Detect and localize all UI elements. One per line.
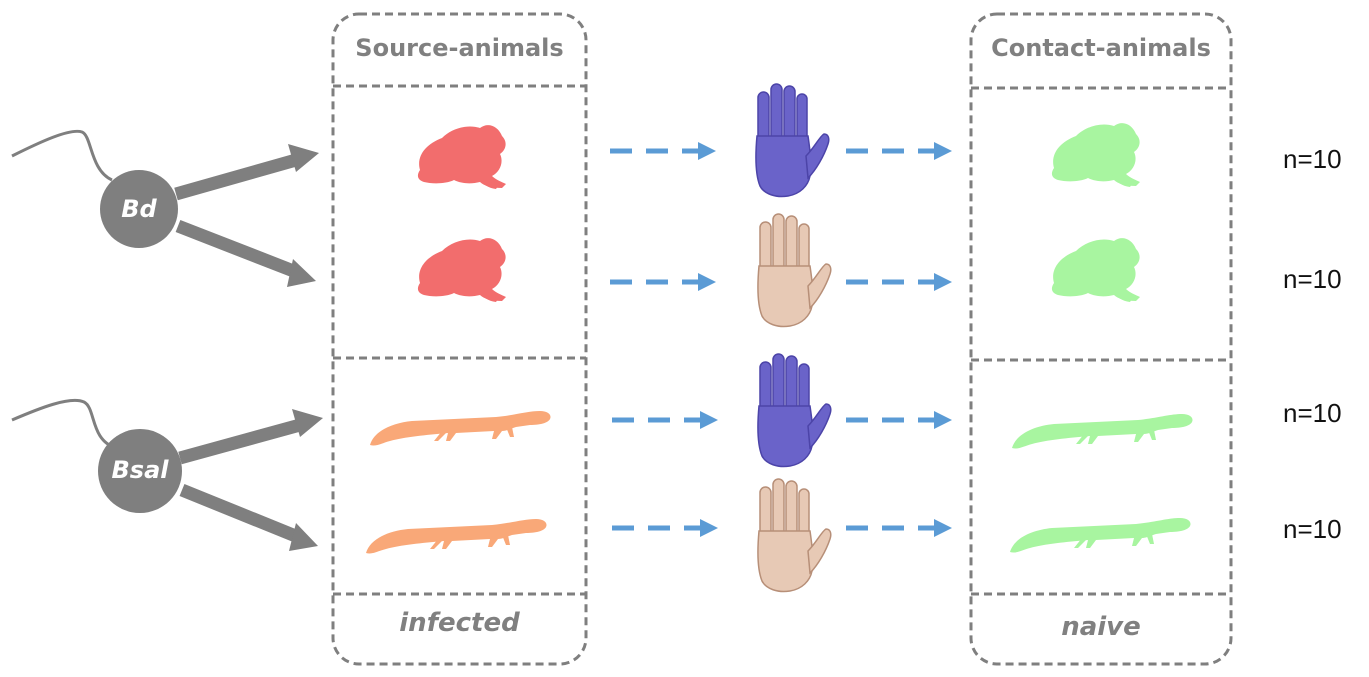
- contact-animal-row-2: [1052, 238, 1140, 302]
- source-animal-row-3: [370, 411, 551, 446]
- contact-animal-row-3: [1012, 414, 1193, 449]
- hand-to-contact-arrow-3: [846, 411, 952, 429]
- gloved-hand-icon: [756, 84, 829, 197]
- source-to-hand-arrow-2: [610, 273, 716, 291]
- bare-hand-icon: [758, 479, 831, 592]
- hand-to-contact-arrow-4: [846, 519, 952, 537]
- naive-salamander-icon: [1010, 518, 1191, 553]
- pathogen-arrows: [176, 144, 323, 551]
- source-to-hand-arrow-1: [610, 142, 716, 160]
- pathogen-bd: [12, 131, 178, 248]
- gloved-hand-icon: [758, 354, 831, 467]
- contact-panel-border: [971, 14, 1231, 664]
- source-animal-row-1: [418, 125, 506, 189]
- contact-animal-row-4: [1010, 518, 1191, 553]
- row-4-count: n=10: [1283, 514, 1342, 545]
- bd-arrow-lower: [178, 226, 316, 287]
- source-animal-row-2: [418, 238, 506, 302]
- hand-row-4: [758, 479, 831, 592]
- infected-frog-icon: [418, 125, 506, 189]
- hand-row-2: [758, 214, 831, 327]
- naive-salamander-icon: [1012, 414, 1193, 449]
- contact-animal-row-1: [1052, 123, 1140, 187]
- contact-animals-header: Contact-animals: [971, 34, 1231, 62]
- infected-frog-icon: [418, 238, 506, 302]
- row-2-count: n=10: [1283, 264, 1342, 295]
- source-animals-header: Source-animals: [333, 34, 586, 62]
- naive-frog-icon: [1052, 238, 1140, 302]
- naive-frog-icon: [1052, 123, 1140, 187]
- contact-footer-label: naive: [971, 612, 1231, 642]
- transfer-arrows: [610, 142, 952, 537]
- hand-row-1: [756, 84, 829, 197]
- bd-flagellum: [12, 131, 112, 180]
- bsal-arrow-upper: [180, 409, 323, 458]
- hand-to-contact-arrow-1: [846, 142, 952, 160]
- bare-hand-icon: [758, 214, 831, 327]
- source-footer-label: infected: [333, 608, 586, 638]
- bsal-arrow-lower: [182, 490, 318, 551]
- source-to-hand-arrow-3: [612, 411, 718, 429]
- bd-node-label: Bd: [100, 195, 178, 223]
- bsal-node-label: Bsal: [98, 456, 182, 484]
- row-1-count: n=10: [1283, 144, 1342, 175]
- source-animal-row-4: [366, 519, 547, 554]
- hand-row-3: [758, 354, 831, 467]
- bsal-flagellum: [12, 400, 116, 448]
- hand-to-contact-arrow-2: [846, 273, 952, 291]
- infected-salamander-icon: [370, 411, 551, 446]
- infected-salamander-icon: [366, 519, 547, 554]
- contact-animals-panel: [971, 14, 1231, 664]
- source-animals-panel: [333, 14, 586, 664]
- row-3-count: n=10: [1283, 398, 1342, 429]
- source-to-hand-arrow-4: [612, 519, 718, 537]
- source-panel-border: [333, 14, 586, 664]
- bd-arrow-upper: [176, 144, 319, 194]
